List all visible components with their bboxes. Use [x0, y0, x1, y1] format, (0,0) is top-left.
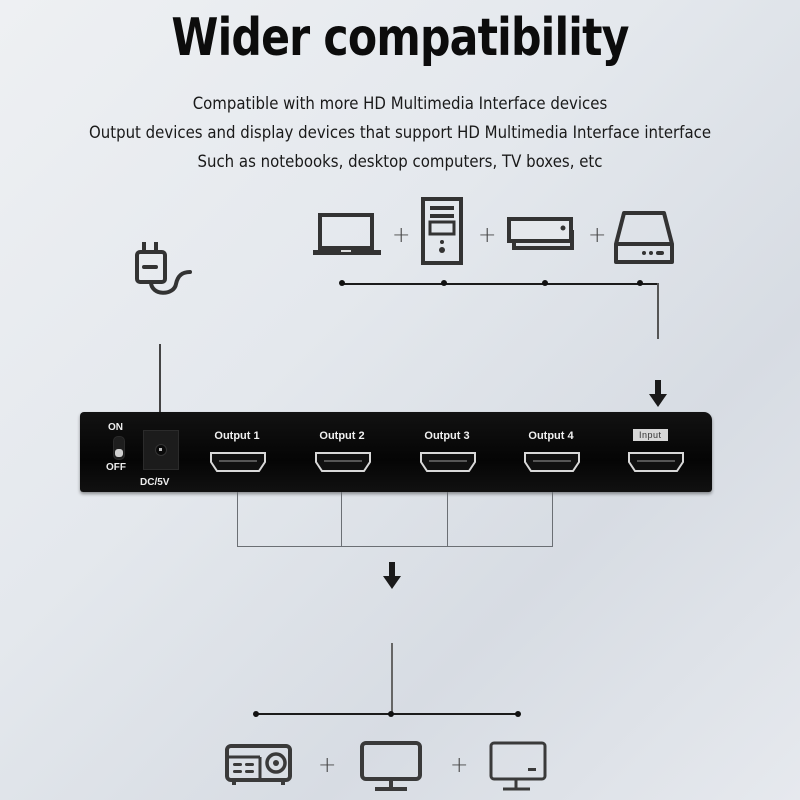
page-title: Wider compatibility [171, 8, 629, 68]
arrow-down-icon [649, 380, 667, 413]
source-connector-drop [657, 283, 659, 339]
connector-dot [388, 711, 394, 717]
subtitle-line-3: Such as notebooks, desktop computers, TV… [197, 152, 603, 172]
hdmi-port-input[interactable] [627, 450, 685, 474]
output-3-label: Output 3 [424, 430, 470, 442]
plus-separator: + [450, 753, 469, 778]
hdmi-port-output-1[interactable] [209, 450, 267, 474]
output-2-label: Output 2 [319, 430, 365, 442]
dc-label: DC/5V [140, 477, 170, 488]
connector-dot [515, 711, 521, 717]
laptop-icon [312, 212, 382, 263]
plus-separator: + [588, 223, 607, 248]
plus-separator: + [392, 223, 411, 248]
power-connector-line [159, 344, 161, 414]
arrow-down-icon [383, 562, 401, 595]
output-connector-line [552, 492, 553, 546]
plus-separator: + [478, 223, 497, 248]
connector-dot [253, 711, 259, 717]
hdmi-port-output-2[interactable] [314, 450, 372, 474]
output-4-label: Output 4 [528, 430, 574, 442]
power-plug-icon [134, 240, 196, 305]
desktop-tower-icon [420, 196, 464, 271]
subtitle-line-1: Compatible with more HD Multimedia Inter… [192, 94, 608, 114]
hdmi-port-output-3[interactable] [419, 450, 477, 474]
dc-power-jack[interactable] [143, 430, 179, 470]
hdmi-splitter-device [80, 412, 712, 492]
output-1-label: Output 1 [214, 430, 260, 442]
connector-dot [542, 280, 548, 286]
output-connector-line [341, 492, 342, 546]
hard-drive-icon [612, 210, 676, 271]
plus-separator: + [318, 753, 337, 778]
connector-dot [441, 280, 447, 286]
power-switch[interactable] [113, 436, 125, 460]
connector-dot [637, 280, 643, 286]
switch-on-label: ON [108, 422, 123, 433]
monitor-icon [359, 740, 423, 797]
projector-icon [224, 743, 294, 792]
output-connector-line [447, 492, 448, 546]
subtitle-line-2: Output devices and display devices that … [88, 123, 712, 143]
monitor-icon [488, 740, 548, 797]
display-connector-drop [391, 643, 393, 713]
input-label: Input [633, 429, 668, 441]
source-connector-line [342, 283, 658, 285]
output-bracket-bottom [237, 546, 553, 547]
tv-box-icon [506, 216, 576, 257]
hdmi-port-output-4[interactable] [523, 450, 581, 474]
connector-dot [339, 280, 345, 286]
switch-off-label: OFF [106, 462, 126, 473]
output-connector-line [237, 492, 238, 546]
